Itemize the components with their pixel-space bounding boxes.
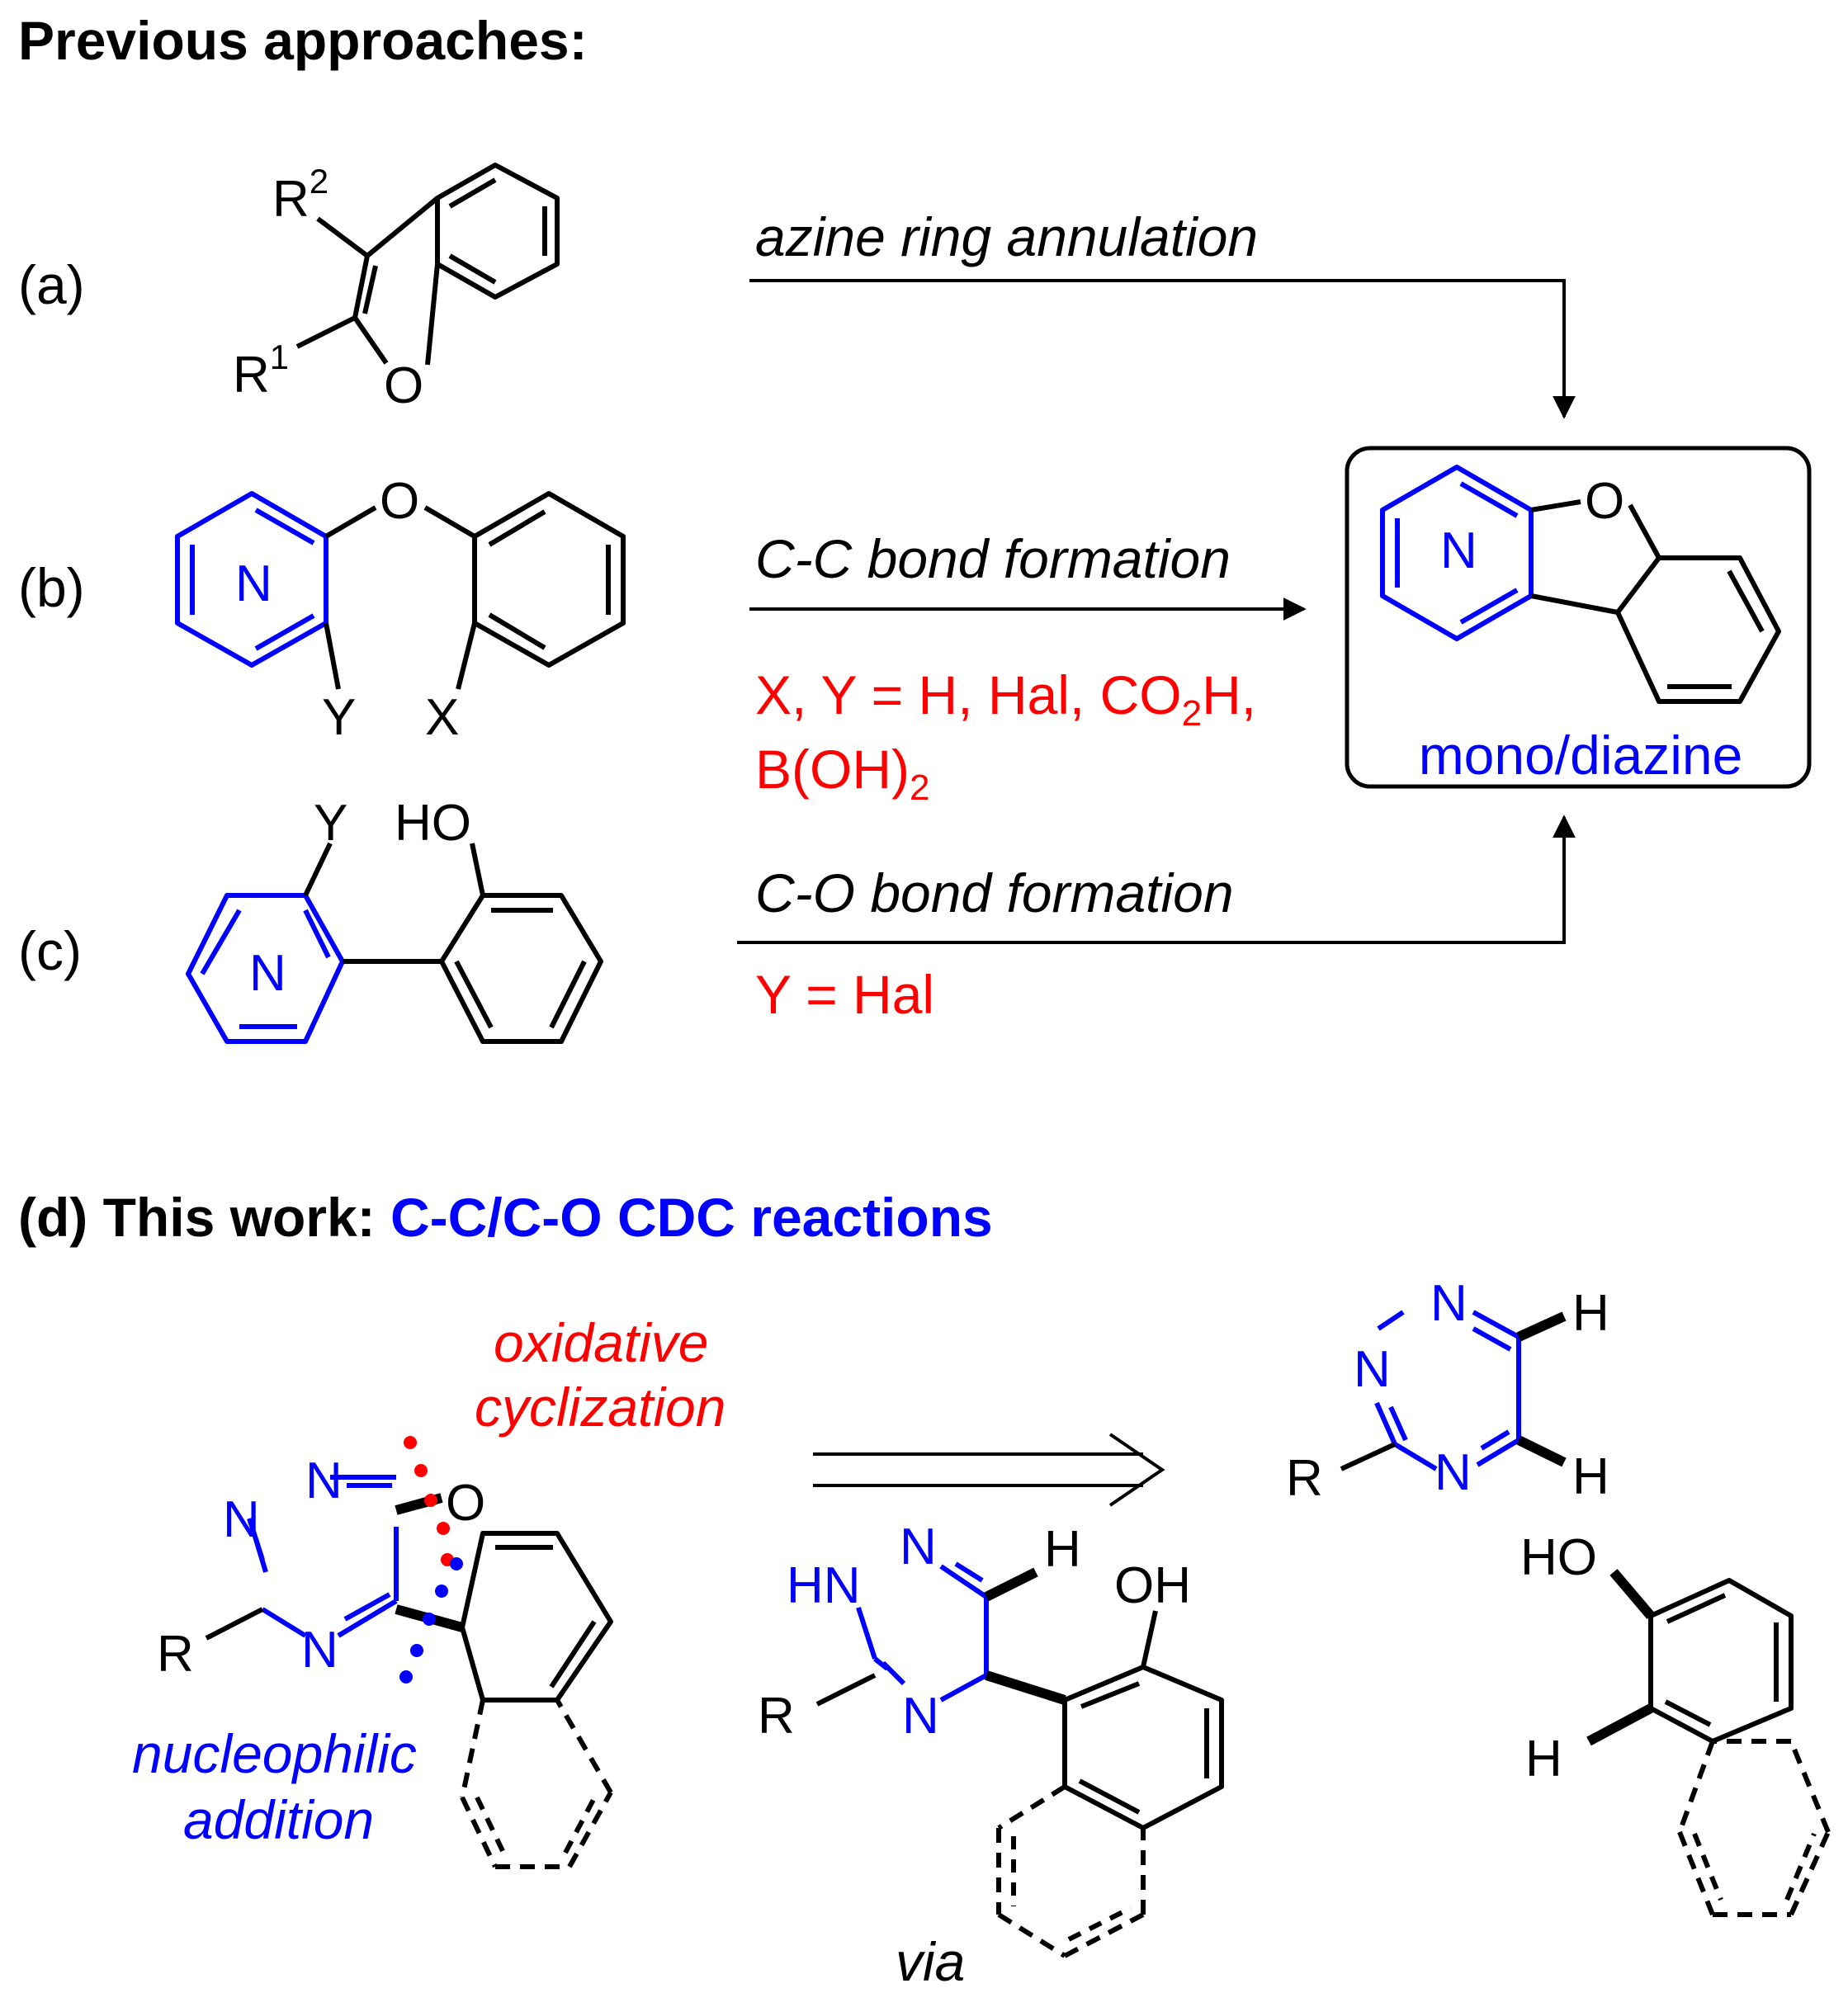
reaction-b-label: C-C bond formation <box>755 528 1231 589</box>
condition-c: Y = Hal <box>755 964 934 1025</box>
atom-H2: H <box>1572 1448 1609 1505</box>
pyridine-ring <box>1380 465 1534 641</box>
intermediate: HN N N R H OH via <box>758 1518 1224 1992</box>
naphthol-bonds <box>1586 1569 1831 1917</box>
panel-b-label: (b) <box>18 557 85 618</box>
via-label: via <box>896 1931 965 1992</box>
atom-Y: Y <box>314 795 347 852</box>
atom-X: X <box>425 689 459 746</box>
atom-N1: N <box>305 1452 343 1509</box>
nucleophilic-dots <box>399 1557 463 1684</box>
d-product: N N N R O oxidative cyclization nucleoph… <box>132 1312 725 1869</box>
this-work-title: (d) This work: C-C/C-O CDC reactions <box>18 1187 993 1248</box>
intermediate-bonds <box>815 1567 1224 1958</box>
atom-R: R <box>157 1626 194 1683</box>
dihydrotriazine-ring <box>856 1561 989 1703</box>
panel-a: (a) R2 R1 O azine ring annulation <box>18 162 1576 419</box>
product-box: N O mono/diazine <box>1345 446 1812 789</box>
atom-HN: HN <box>787 1557 861 1614</box>
atom-H1: H <box>1572 1285 1609 1342</box>
nucleophilic-label-1: nucleophilic <box>132 1723 417 1784</box>
retro-arrow <box>813 1433 1165 1507</box>
panel-a-label: (a) <box>18 254 85 315</box>
benzofuran-structure <box>295 163 560 366</box>
oxidative-label-1: oxidative <box>494 1312 709 1373</box>
atom-N: N <box>235 555 272 612</box>
atom-N: N <box>249 945 286 1002</box>
arrow-a <box>749 279 1576 419</box>
triazine-ring <box>247 1475 399 1638</box>
atom-N1: N <box>1430 1275 1468 1332</box>
atom-N: N <box>1440 522 1477 579</box>
naphthol-sm: HO H <box>1520 1529 1831 1917</box>
condition-b-line1: X, Y = H, Hal, CO2H, <box>755 664 1256 734</box>
triazine-ring <box>1374 1310 1521 1471</box>
atom-HO: HO <box>1520 1529 1597 1586</box>
panel-c-label: (c) <box>18 920 82 981</box>
triazine-bonds <box>1340 1311 1567 1471</box>
condition-b-line2: B(OH)2 <box>755 739 929 808</box>
fused-rings <box>205 1493 613 1869</box>
atom-OH: OH <box>1114 1557 1191 1614</box>
atom-Y: Y <box>322 689 356 746</box>
product-caption: mono/diazine <box>1419 725 1743 786</box>
section-title: Previous approaches: <box>18 10 588 71</box>
atom-O: O <box>446 1475 485 1532</box>
atom-N4: N <box>1434 1444 1472 1501</box>
oxidative-label-2: cyclization <box>475 1377 725 1438</box>
reaction-c-label: C-O bond formation <box>755 862 1234 923</box>
atom-HO: HO <box>395 795 471 852</box>
atom-R: R <box>1286 1450 1323 1507</box>
triazine-sm: N N N R H H <box>1286 1275 1609 1507</box>
atom-R2: R2 <box>272 162 328 228</box>
panel-b: (b) N O Y X C-C bond formation X, Y = H,… <box>18 473 1307 808</box>
nucleophilic-label-2: addition <box>183 1789 374 1850</box>
atom-R1: R1 <box>233 338 289 404</box>
benzofuran-part <box>1530 499 1781 704</box>
atom-H: H <box>1525 1731 1562 1788</box>
reaction-a-label: azine ring annulation <box>755 206 1258 267</box>
atom-N2: N <box>902 1688 939 1745</box>
atom-O: O <box>380 473 419 530</box>
atom-O: O <box>384 357 423 414</box>
atom-N2: N <box>223 1491 260 1548</box>
arrow-c <box>737 815 1576 944</box>
diaryl-ether-bonds <box>324 491 626 690</box>
biaryl-bonds <box>303 842 603 1044</box>
atom-R: R <box>758 1688 795 1745</box>
atom-H: H <box>1044 1521 1081 1578</box>
panel-c: (c) N Y HO C-O bond formation Y = Hal <box>18 795 1576 1044</box>
atom-N4: N <box>301 1622 338 1679</box>
atom-O: O <box>1585 473 1624 530</box>
oxidative-dots <box>404 1436 454 1566</box>
atom-N: N <box>900 1518 937 1575</box>
atom-N2: N <box>1354 1341 1391 1398</box>
